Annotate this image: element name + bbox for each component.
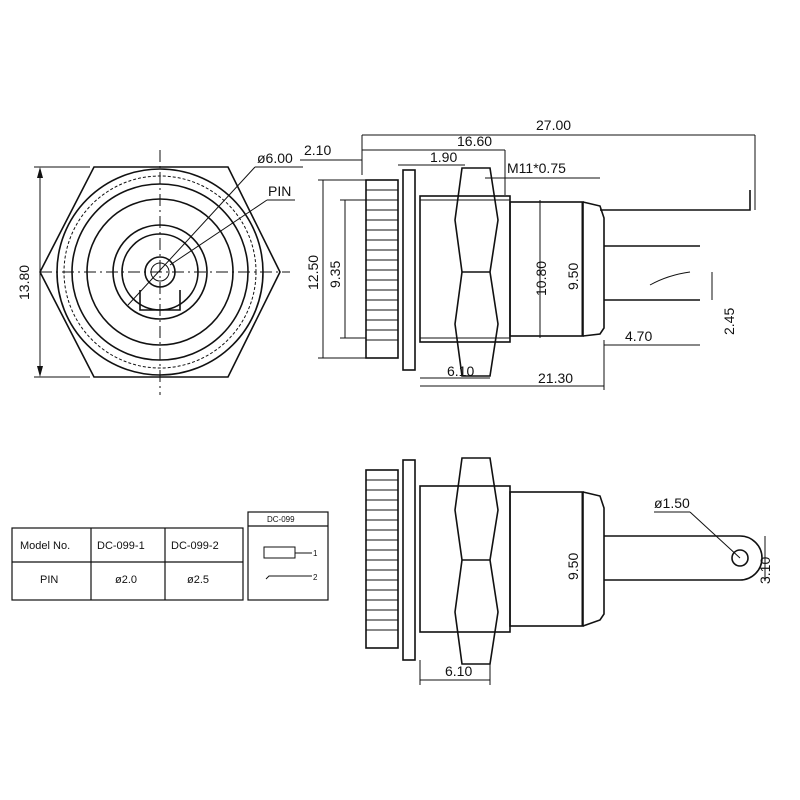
dim-flange: 2.10 (304, 142, 331, 158)
bottom-view: ø1.50 9.50 3.10 6.10 (365, 457, 773, 685)
dim-knurl-height: 9.35 (327, 261, 343, 288)
dim-body-length: 16.60 (457, 133, 492, 149)
dim-lug-width: 3.10 (757, 557, 773, 584)
table-pin-2: ø2.5 (187, 574, 209, 586)
dim-front-height: 13.80 (16, 265, 32, 300)
schematic-sleeve-symbol (265, 575, 312, 580)
side-view: 27.00 16.60 2.10 1.90 M11*0.75 12.50 9.3… (300, 117, 756, 390)
barrel-outer (112, 224, 208, 320)
dim-pin-offset: 2.45 (721, 308, 737, 335)
schematic-pin-symbol (263, 546, 312, 559)
table-model-2: DC-099-2 (171, 540, 219, 552)
schematic-title: DC-099 (267, 515, 295, 524)
dim-nut-width-side: 6.10 (447, 363, 474, 379)
dim-nut-gap: 1.90 (430, 149, 457, 165)
knurl-pattern (366, 189, 398, 341)
pin-circle (144, 256, 176, 288)
table-pin-1: ø2.0 (115, 574, 137, 586)
dim-body-height: 9.50 (565, 263, 581, 290)
dim-front-hole: ø6.00 (257, 150, 293, 166)
front-view: 13.80 ø6.00 PIN (16, 150, 303, 395)
schematic-pin-1: 1 (313, 549, 318, 558)
dim-nut-width-bottom: 6.10 (445, 663, 472, 679)
dim-thread: M11*0.75 (507, 160, 566, 176)
dim-total-length: 27.00 (536, 117, 571, 133)
lug-hole (731, 549, 749, 567)
schematic: DC-099 1 2 (247, 511, 329, 601)
dim-to-tail: 21.30 (538, 370, 573, 386)
table-model-1: DC-099-1 (97, 540, 145, 552)
dim-body-height-bottom: 9.50 (565, 553, 581, 580)
dim-lug-hole: ø1.50 (654, 495, 690, 511)
schematic-pin-2: 2 (313, 573, 318, 582)
model-table: Model No. DC-099-1 DC-099-2 PIN ø2.0 ø2.… (11, 527, 244, 601)
label-pin: PIN (268, 183, 291, 199)
table-header-model: Model No. (20, 540, 70, 552)
dim-flange-height: 12.50 (305, 255, 321, 290)
table-row-pin: PIN (40, 574, 58, 586)
dim-tail: 4.70 (625, 328, 652, 344)
dim-nut-height: 10.80 (533, 261, 549, 296)
